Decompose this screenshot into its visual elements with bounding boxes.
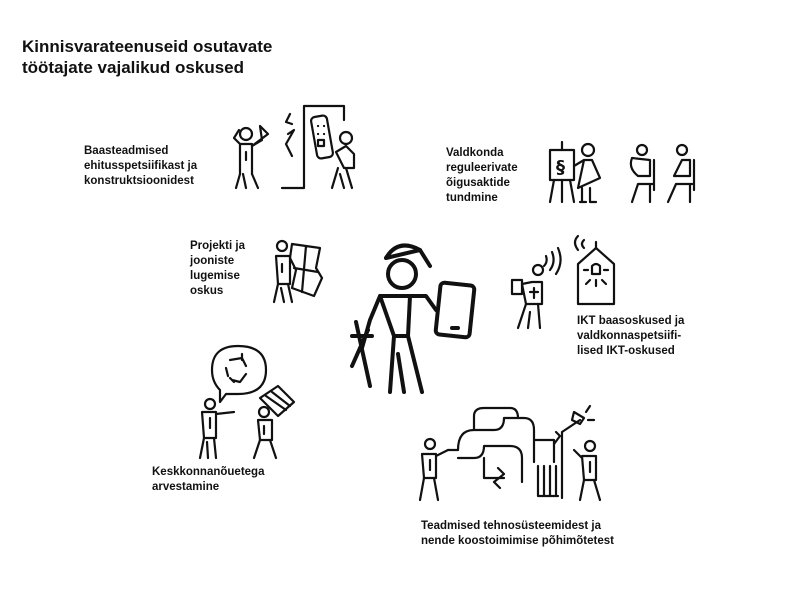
skill-construction-label: Baasteadmised ehitusspetsiifikast ja kon… [84,145,198,187]
svg-text:§: § [556,157,565,178]
law-presentation-icon: § [548,140,696,204]
page-title: Kinnisvarateenuseid osutavate töötajate … [22,36,272,78]
skill-environment-label: Keskkonnanõuetega arvestamine [152,466,265,493]
worker-reading-map-icon [272,239,324,304]
skill-drawings-label: Projekti ja jooniste lugemise oskus [190,240,245,297]
smart-home-icon [510,234,616,330]
recycling-icon [198,344,296,460]
title-line-1: Kinnisvarateenuseid osutavate [22,37,273,56]
skill-ict-label: IKT baasoskused ja valdkonnaspetsiifi- l… [577,315,685,357]
technical-systems-icon [418,404,602,502]
construction-workers-icon [232,104,356,190]
worker-with-tablet-icon [350,243,477,394]
title-line-2: töötajate vajalikud oskused [22,58,245,77]
skill-law-label: Valdkonda reguleerivate õigusaktide tund… [446,147,518,204]
skill-systems-label: Teadmised tehnosüsteemidest ja nende koo… [421,520,614,547]
